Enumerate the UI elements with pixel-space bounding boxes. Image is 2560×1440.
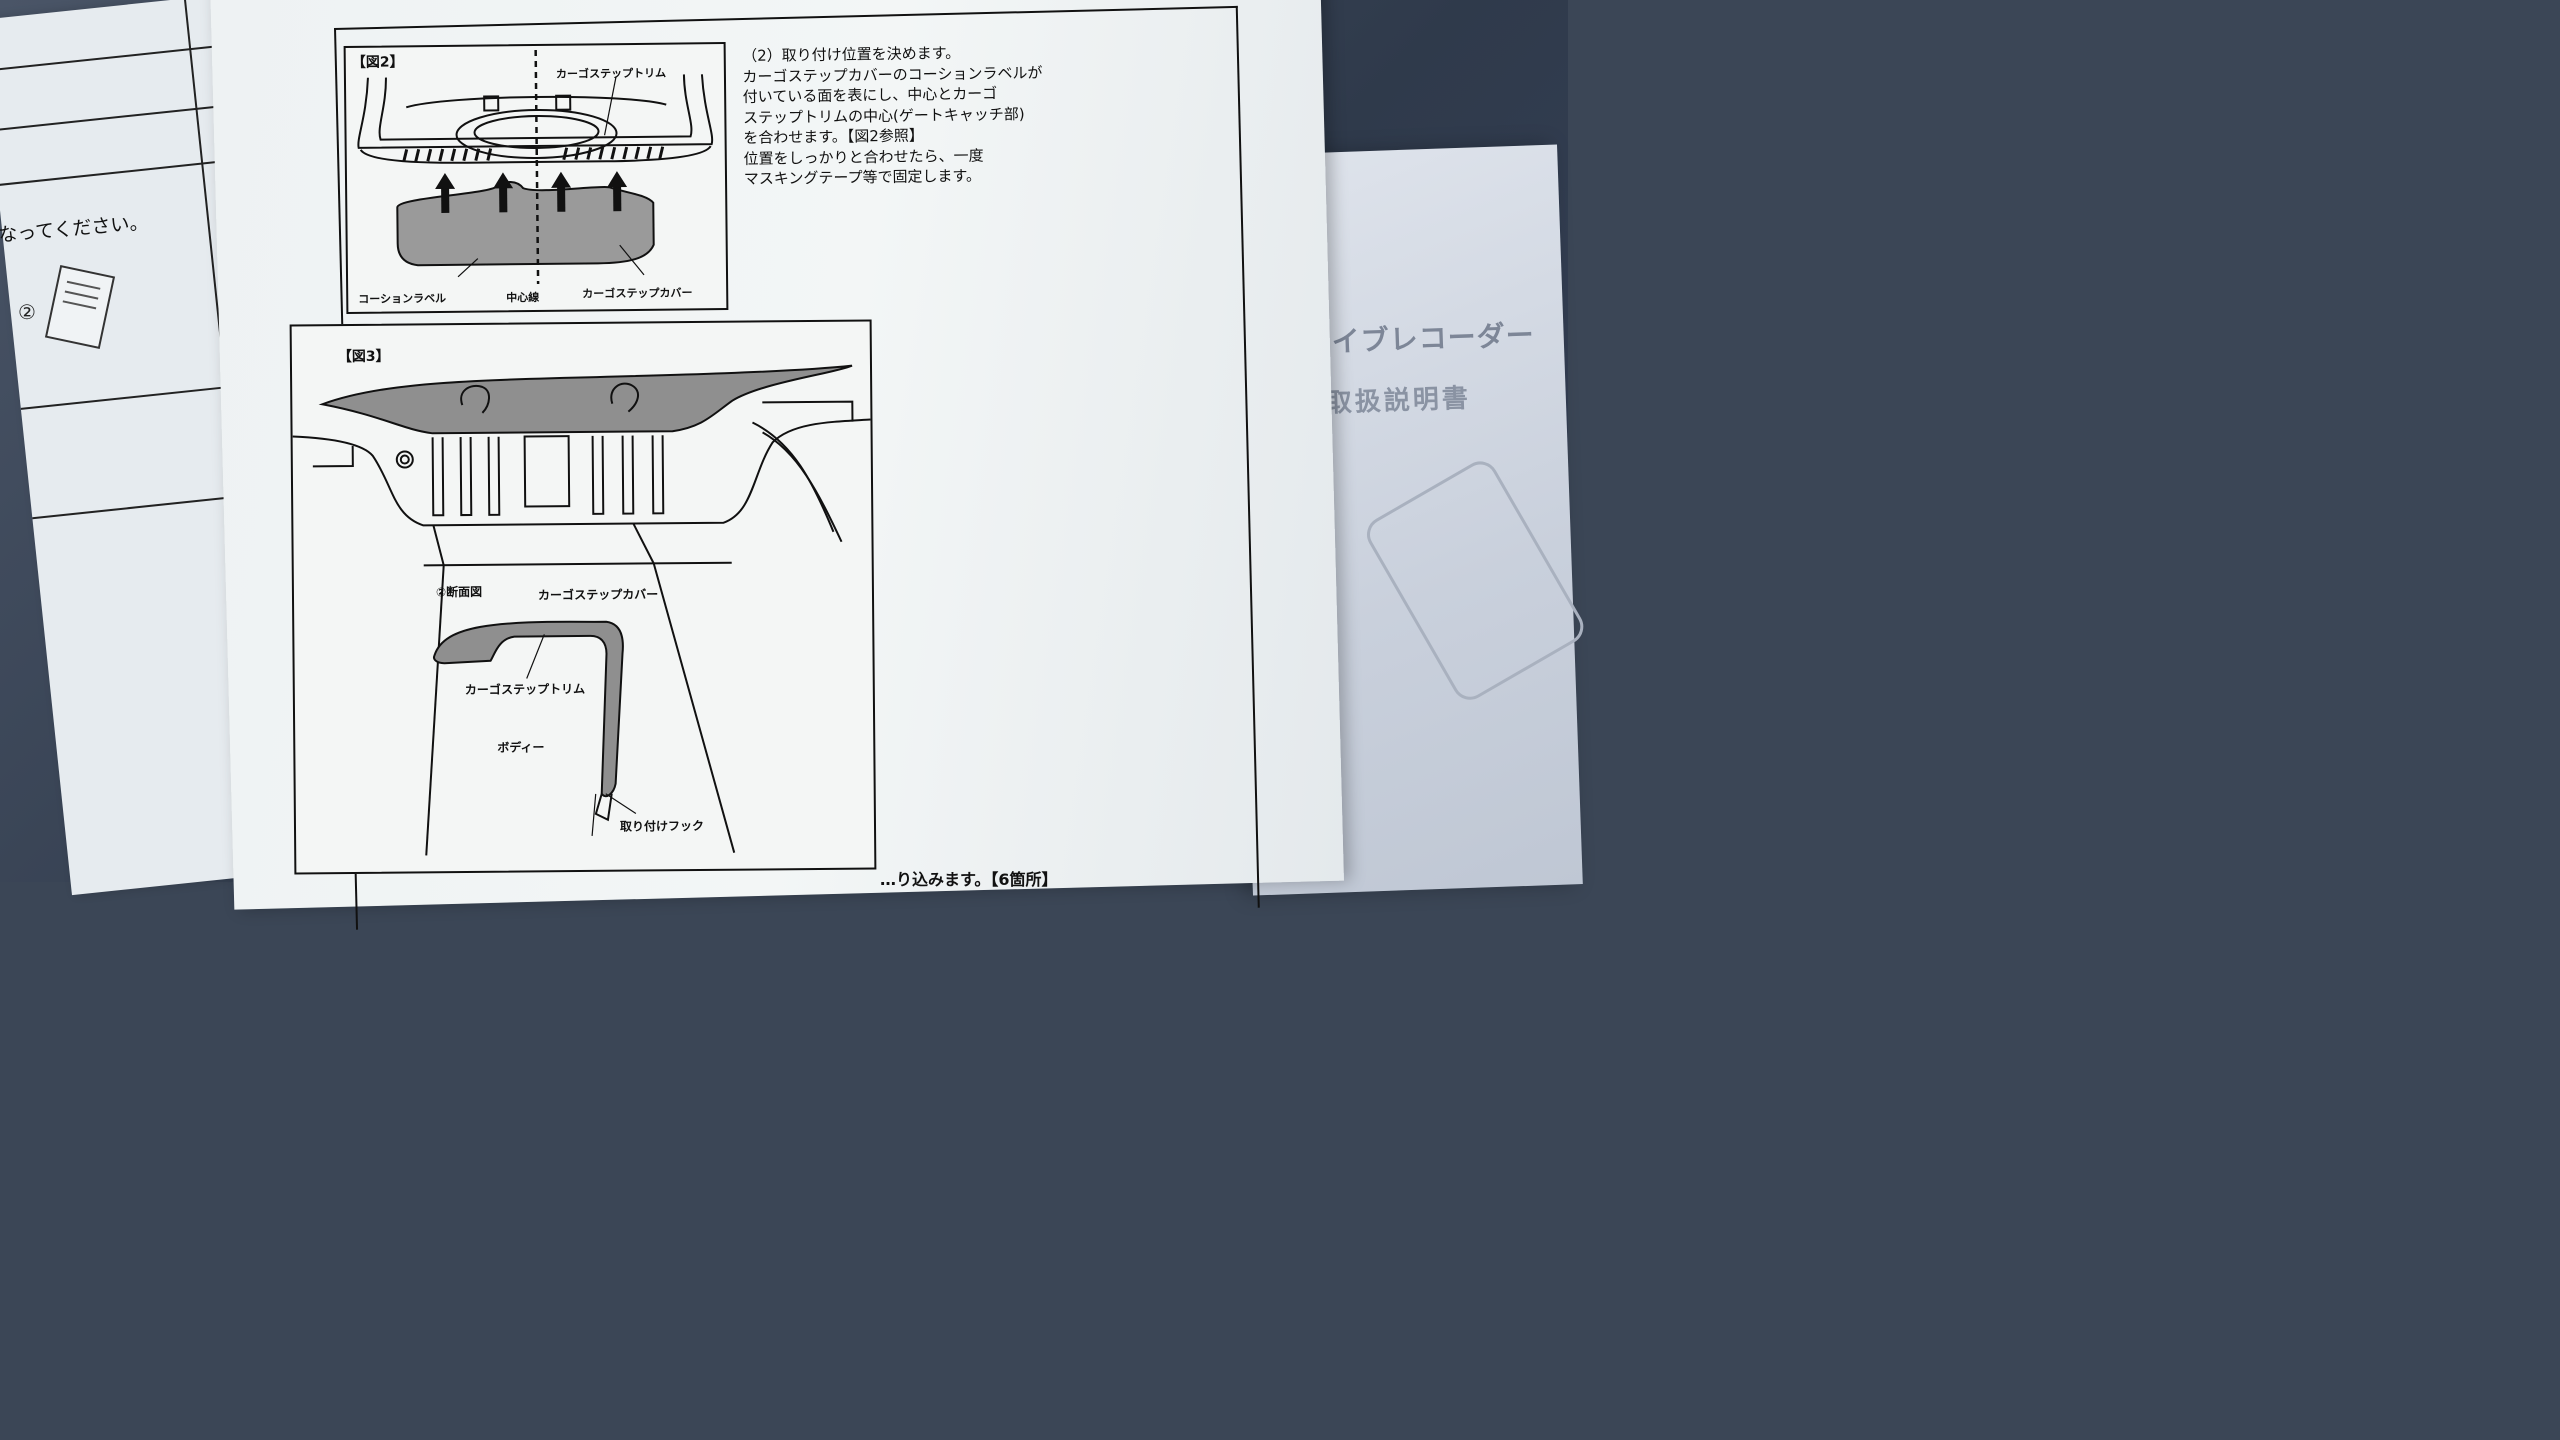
booklet-subtitle: 取扱説明書 [1325, 383, 1472, 419]
figure-3-drawing [292, 364, 871, 856]
divider-line [20, 383, 250, 410]
circled-number: ② [18, 300, 36, 324]
divider-line [0, 160, 227, 187]
callout-cargo-step-cover: カーゴステップカバー [582, 286, 693, 301]
callout-body: ボディー [497, 740, 545, 755]
figure-3-label: 【図3】 [337, 348, 390, 366]
figure-2-drawing [357, 49, 714, 284]
figure-2: 【図2】 カーゴステップトリム コーションラベル 中心線 カーゴステップカバー [343, 42, 729, 314]
figure-3: 【図3】 ②断面図 カーゴステップカバー カーゴステップトリム ボディー 取り付… [289, 319, 877, 875]
callout-center-line: 中心線 [506, 290, 540, 305]
figure-2-label: 【図2】 [351, 54, 404, 71]
callout-cargo-step-cover: カーゴステップカバー [537, 587, 659, 603]
callout-mounting-hook: 取り付けフック [619, 818, 705, 834]
callout-cargo-step-trim: カーゴステップトリム [464, 681, 586, 698]
callout-cargo-step-trim: カーゴステップトリム [555, 66, 667, 81]
divider-line [0, 105, 221, 132]
callout-caution-label: コーションラベル [358, 291, 447, 306]
section-view-label: ②断面図 [435, 584, 483, 600]
device-illustration [1360, 454, 1590, 707]
divider-line [0, 45, 215, 72]
instruction-text: （2）取り付け位置を決めます。 カーゴステップカバーのコーションラベルが 付いて… [742, 40, 1144, 189]
bottom-text-fragment: …り込みます。【6箇所】 [880, 870, 1058, 889]
